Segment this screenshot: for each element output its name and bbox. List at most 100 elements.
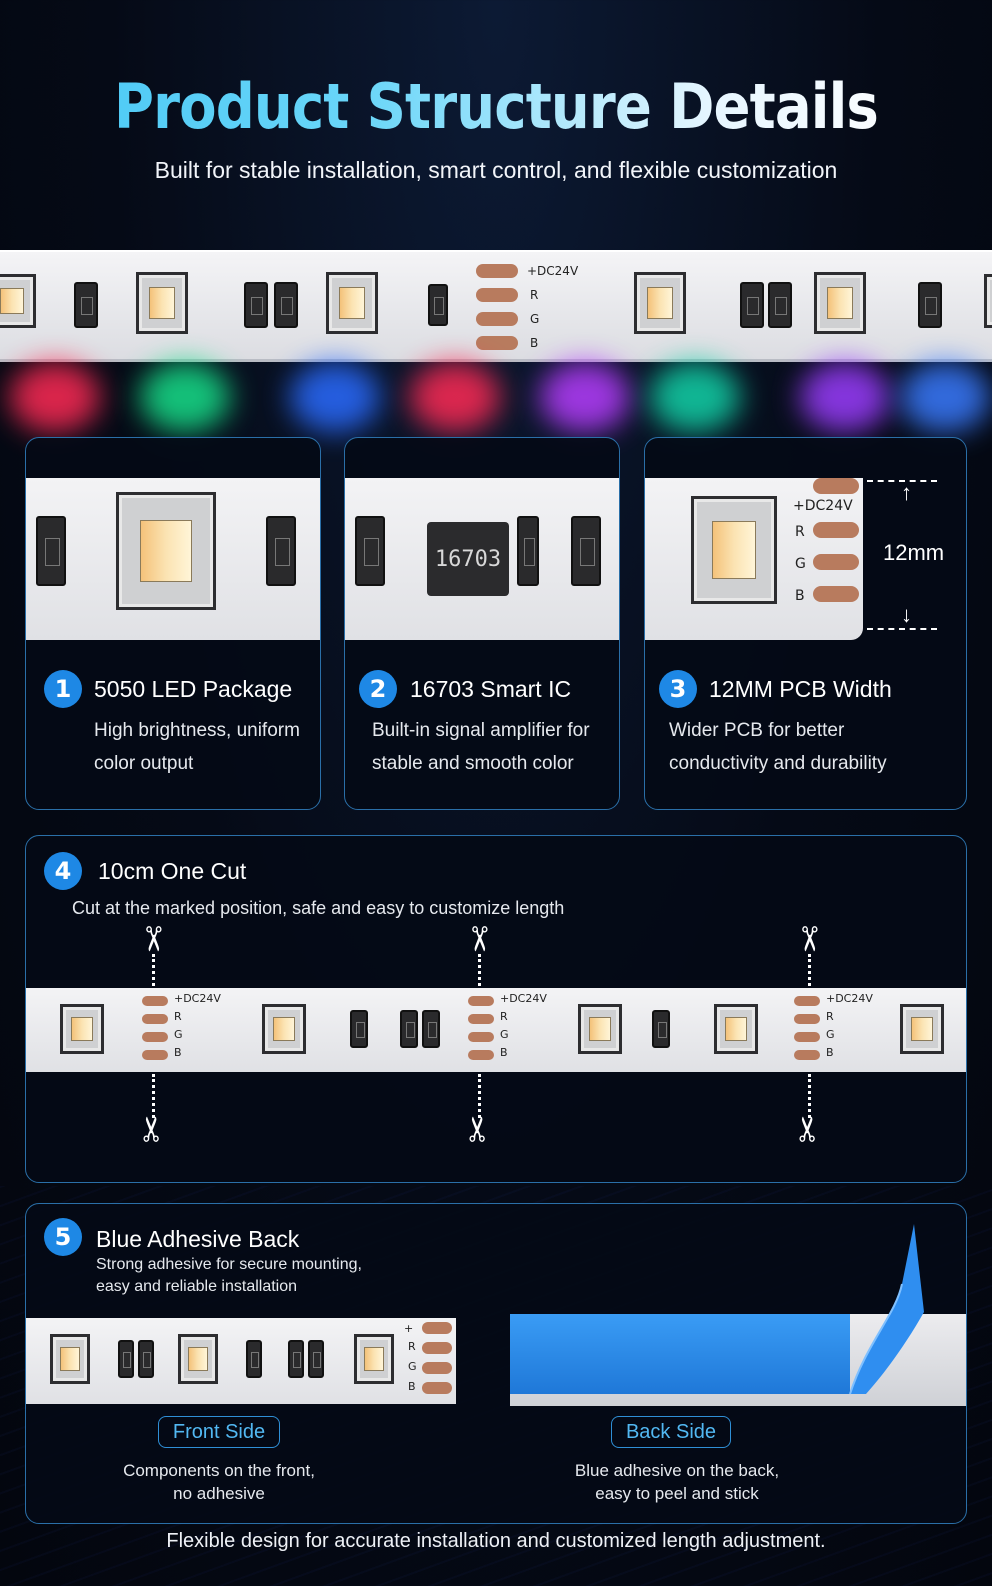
resistor: [274, 282, 298, 328]
pad-label-g: G: [408, 1360, 417, 1373]
feature-desc-line1: Built-in signal amplifier for: [372, 720, 590, 741]
front-side-caption-line1: Components on the front,: [123, 1461, 315, 1480]
pad-label-dc: +DC24V: [793, 498, 853, 514]
solder-pad: [142, 1014, 168, 1024]
peeled-adhesive-tape: [849, 1224, 924, 1395]
resistor: [36, 516, 66, 586]
pad-label-b: B: [408, 1380, 416, 1393]
feature-title: Blue Adhesive Back: [96, 1226, 300, 1252]
feature-number-badge: 1: [44, 670, 82, 708]
solder-pad: [468, 1014, 494, 1024]
led-chip: [326, 272, 378, 334]
feature-card-cut: 4 10cm One Cut Cut at the marked positio…: [25, 835, 967, 1183]
led-chip: [984, 274, 992, 328]
feature-card-smart-ic: 16703 2 16703 Smart IC Built-in signal a…: [344, 437, 620, 810]
led-chip: [814, 272, 866, 334]
resistor: [138, 1340, 154, 1378]
feature-desc-line2: conductivity and durability: [669, 753, 887, 774]
feature-number-badge: 2: [359, 670, 397, 708]
resistor: [918, 282, 942, 328]
feature-title: 16703 Smart IC: [410, 676, 572, 702]
solder-pad: [422, 1382, 452, 1394]
led-chip: [136, 272, 188, 334]
resistor: [74, 282, 98, 328]
feature-title: 5050 LED Package: [94, 676, 293, 702]
feature-card-pcb-width: +DC24V R G B ↑ ↓ 12mm 3 12MM PCB Width W…: [644, 437, 967, 810]
solder-pad: [422, 1322, 452, 1334]
feature-desc-line1: Strong adhesive for secure mounting,: [96, 1256, 362, 1273]
resistor: [422, 1010, 440, 1048]
pad-label-dc: +DC24V: [500, 992, 547, 1005]
resistor: [288, 1340, 304, 1378]
pad-label-dc: +DC24V: [174, 992, 221, 1005]
feature-desc-line2: easy and reliable installation: [96, 1278, 298, 1295]
led-chip: [634, 272, 686, 334]
pad-label-b: B: [530, 336, 539, 350]
pad-label-r: R: [408, 1340, 416, 1353]
rgb-glow: [800, 362, 890, 432]
resistor: [266, 516, 296, 586]
feature-card-led-package: 1 5050 LED Package High brightness, unif…: [25, 437, 321, 810]
feature-title: 12MM PCB Width: [709, 676, 892, 702]
pad-label-r: R: [795, 524, 805, 540]
back-side-caption-line1: Blue adhesive on the back,: [574, 1461, 780, 1480]
feature-title: 10cm One Cut: [98, 858, 247, 884]
feature-desc: Cut at the marked position, safe and eas…: [72, 898, 565, 918]
feature-number-badge: 4: [44, 852, 82, 890]
resistor: [517, 516, 539, 586]
rgb-glow: [290, 362, 380, 432]
solder-pad: [468, 996, 494, 1006]
pad-label-r: R: [826, 1010, 834, 1023]
resistor: [350, 1010, 368, 1048]
solder-pad: [476, 336, 518, 350]
pad-label-r: R: [500, 1010, 508, 1023]
led-chip: [0, 274, 36, 328]
scissors-icon: ✂: [133, 1114, 172, 1144]
solder-pad: [476, 288, 518, 302]
led-chip-closeup: [116, 492, 216, 610]
resistor: [571, 516, 601, 586]
solder-pad: [142, 996, 168, 1006]
solder-pad: [813, 554, 859, 570]
cut-line: [478, 1074, 481, 1118]
pad-label-b: B: [795, 588, 805, 604]
led-chip: [900, 1004, 944, 1054]
solder-pad: [476, 312, 518, 326]
pad-label-g: G: [795, 556, 806, 572]
back-side-strip: [510, 1314, 966, 1406]
rgb-glow: [650, 362, 740, 432]
pad-label-plus: +: [404, 1322, 414, 1335]
width-dimension-label: 12mm: [883, 540, 945, 565]
solder-pad: [468, 1032, 494, 1042]
pad-label-b: B: [174, 1046, 182, 1059]
led-chip: [178, 1334, 218, 1384]
pad-label-r: R: [174, 1010, 182, 1023]
adhesive-layer: [510, 1314, 850, 1394]
solder-pad: [813, 478, 859, 494]
scissors-icon: ✂: [789, 1114, 828, 1144]
pcb-width-closeup: +DC24V R G B: [645, 478, 863, 640]
pad-label-b: B: [500, 1046, 508, 1059]
feature-desc-line1: High brightness, uniform: [94, 720, 300, 741]
resistor: [246, 1340, 262, 1378]
ic-chip: 16703: [427, 522, 509, 596]
back-side-label: Back Side: [611, 1416, 731, 1448]
front-side-strip: + R G B: [26, 1318, 456, 1404]
resistor: [652, 1010, 670, 1048]
led-package-closeup: [26, 478, 320, 640]
feature-desc-line2: stable and smooth color: [372, 753, 574, 774]
resistor: [118, 1340, 134, 1378]
smart-ic-closeup: 16703: [345, 478, 619, 640]
pad-label-dc: +DC24V: [826, 992, 873, 1005]
scissors-icon: ✂: [459, 924, 498, 954]
resistor: [740, 282, 764, 328]
page-title: Product Structure Details: [60, 70, 933, 143]
led-chip: [578, 1004, 622, 1054]
resistor: [308, 1340, 324, 1378]
feature-desc-line1: Wider PCB for better: [669, 720, 845, 741]
solder-pad: [142, 1032, 168, 1042]
led-chip: [262, 1004, 306, 1054]
scissors-icon: ✂: [133, 924, 172, 954]
front-side-caption-line2: no adhesive: [173, 1484, 265, 1503]
front-side-label: Front Side: [158, 1416, 280, 1448]
